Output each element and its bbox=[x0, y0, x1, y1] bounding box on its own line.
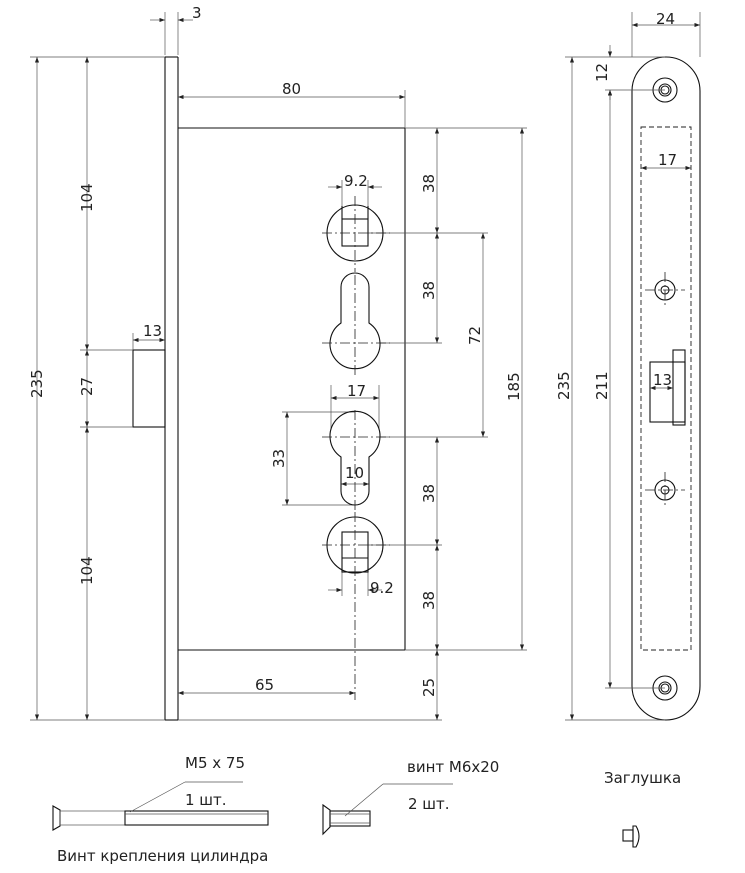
holes bbox=[322, 196, 390, 700]
dim-9-2-bottom: 9.2 bbox=[370, 579, 394, 597]
dim-9-2-top: 9.2 bbox=[344, 172, 368, 190]
dim-33: 33 bbox=[270, 449, 288, 468]
dim-65: 65 bbox=[255, 676, 274, 694]
dim-185: 185 bbox=[505, 372, 523, 401]
dim-13: 13 bbox=[143, 322, 162, 340]
dim-17: 17 bbox=[347, 382, 366, 400]
screw-holes bbox=[645, 77, 685, 701]
extension-lines bbox=[30, 12, 527, 721]
dimension-lines bbox=[34, 17, 525, 720]
dim-80: 80 bbox=[282, 80, 301, 98]
screw-qty: 2 шт. bbox=[408, 795, 450, 813]
dim-3: 3 bbox=[192, 4, 202, 22]
cyl-screw-label: Винт крепления цилиндра bbox=[57, 847, 268, 865]
cap: Заглушка bbox=[604, 769, 681, 848]
latch bbox=[132, 349, 166, 428]
strike-plate: 24 12 17 235 211 13 bbox=[555, 10, 701, 721]
dim-38-3: 38 bbox=[420, 484, 438, 503]
dim-38-1: 38 bbox=[420, 174, 438, 193]
dim-211: 211 bbox=[593, 371, 611, 400]
dim-24: 24 bbox=[656, 10, 675, 28]
dim-72: 72 bbox=[466, 326, 484, 345]
dim-38-2: 38 bbox=[420, 281, 438, 300]
dim-235-strike: 235 bbox=[555, 371, 573, 400]
cylinder-hole bbox=[329, 410, 381, 506]
dim-104-top: 104 bbox=[78, 183, 96, 212]
dim-235: 235 bbox=[28, 369, 46, 398]
cyl-screw-size: M5 x 75 bbox=[185, 754, 245, 772]
dim-38-4: 38 bbox=[420, 591, 438, 610]
dim-25: 25 bbox=[420, 678, 438, 697]
dim-17-strike: 17 bbox=[658, 151, 677, 169]
dim-13-strike: 13 bbox=[653, 371, 672, 389]
dim-10: 10 bbox=[345, 464, 364, 482]
cylinder-screw: M5 x 75 1 шт. Винт крепления цилиндра bbox=[52, 754, 269, 865]
screw-size: винт М6х20 bbox=[407, 758, 499, 776]
dimension-labels: 3 80 235 104 27 104 13 9.2 9.2 17 10 33 … bbox=[28, 4, 523, 697]
keyhole bbox=[329, 272, 381, 370]
dim-104-bottom: 104 bbox=[78, 556, 96, 585]
cap-label: Заглушка bbox=[604, 769, 681, 787]
cyl-screw-qty: 1 шт. bbox=[185, 791, 227, 809]
dim-27: 27 bbox=[78, 377, 96, 396]
dim-12: 12 bbox=[593, 63, 611, 82]
screw-m6: винт М6х20 2 шт. bbox=[322, 758, 499, 836]
lock-body bbox=[132, 56, 406, 721]
